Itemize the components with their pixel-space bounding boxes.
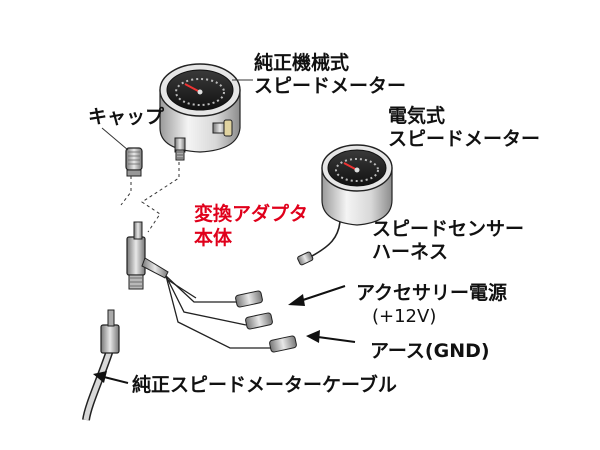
stock-cable-label: 純正スピードメーターケーブル [132, 374, 397, 396]
speed-sensor-harness [297, 221, 341, 266]
arrows [93, 285, 356, 384]
sensor-harness-label-line2: ハーネス [372, 241, 449, 263]
stock-speedometer-cable [82, 309, 120, 421]
electric-meter-label-line1: 電気式 [388, 105, 446, 127]
sensor-harness-label-line1: スピードセンサー [372, 218, 525, 240]
stock-meter-label-line1: 純正機械式 [254, 52, 350, 74]
accessory-power-connector [235, 290, 263, 308]
converter-adapter-body [126, 221, 169, 290]
leader-lines [101, 79, 253, 151]
assembly-guide-lines [120, 162, 180, 233]
cap-label: キャップ [88, 106, 165, 128]
adapter-label-line2: 本体 [194, 227, 233, 249]
ground-connector [269, 335, 297, 353]
cap-part [125, 147, 143, 177]
stock-meter-label-line2: スピードメーター [254, 75, 407, 97]
electric-speedometer [321, 144, 393, 226]
adapter-label-line1: 変換アダプタ [194, 203, 309, 225]
sensor-harness-connector [245, 312, 273, 330]
stock-mechanical-speedometer [159, 63, 241, 161]
adapter-wiring [165, 275, 272, 349]
ground-label: アース(GND) [370, 340, 490, 362]
accessory-power-label-line2: (+12V) [372, 306, 437, 327]
accessory-power-label-line1: アクセサリー電源 [356, 282, 508, 304]
electric-meter-label-line2: スピードメーター [388, 128, 541, 150]
